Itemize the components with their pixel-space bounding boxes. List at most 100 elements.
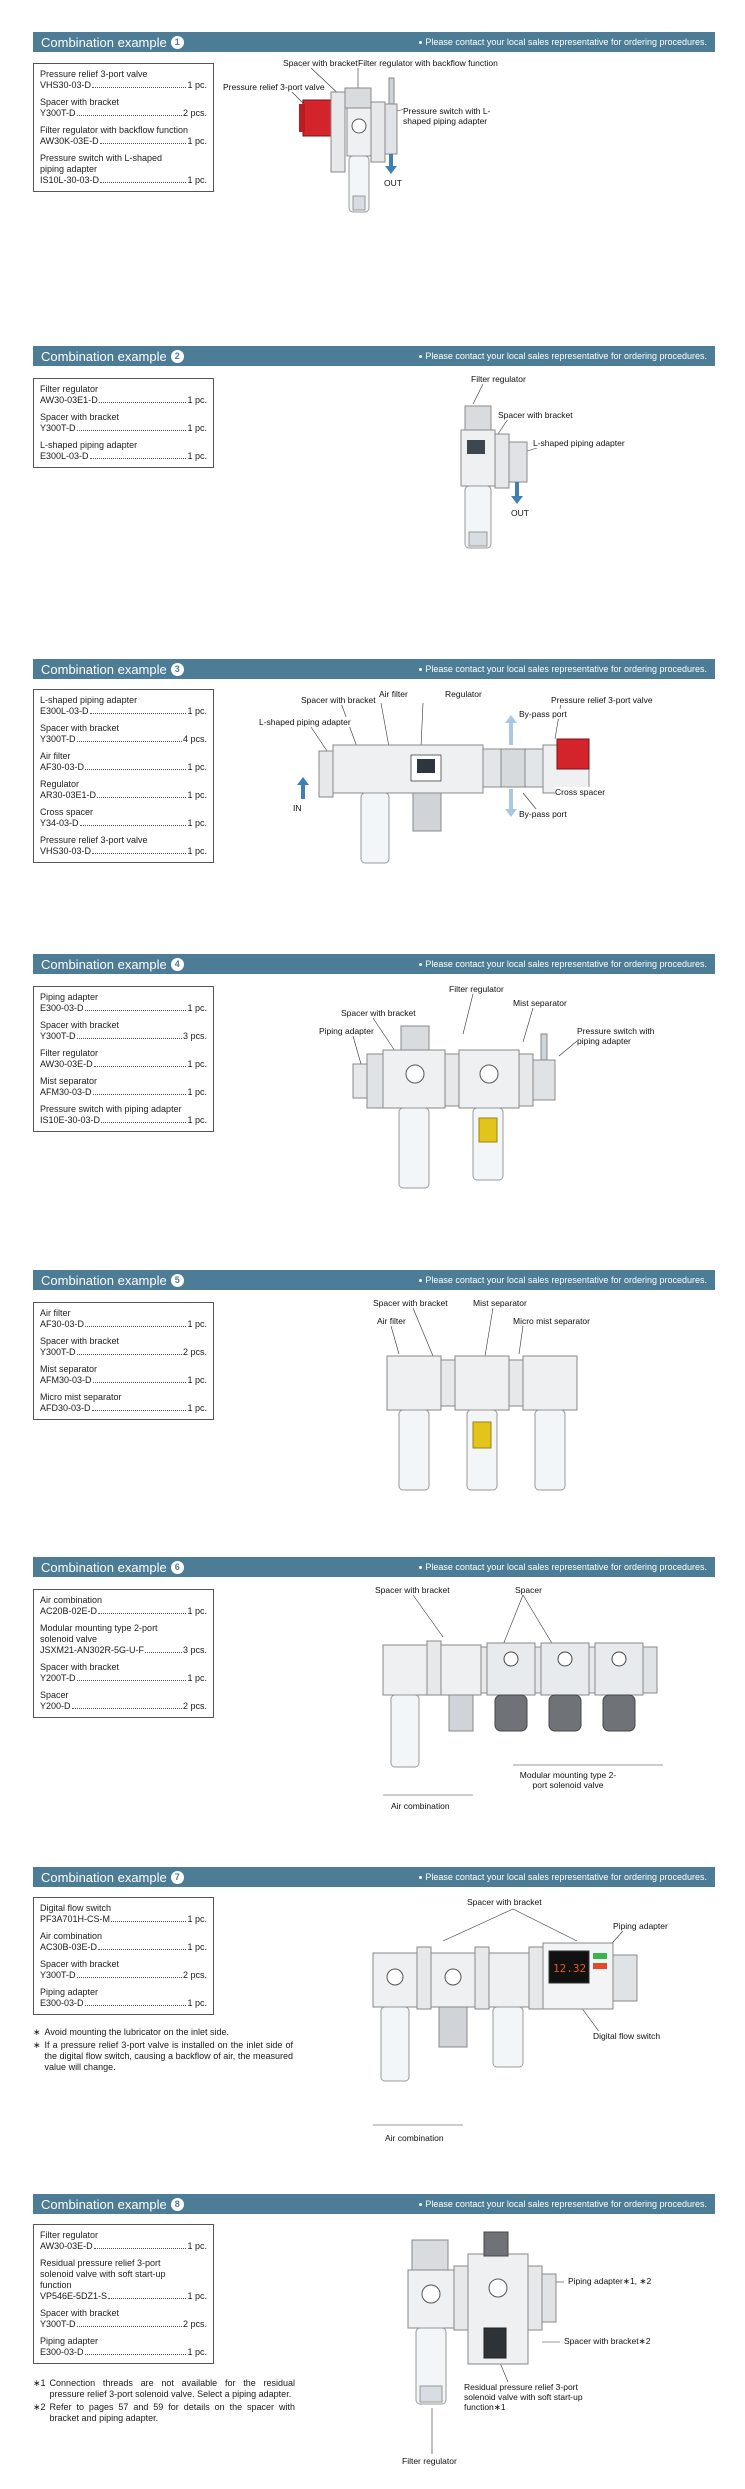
notes-list: ∗Avoid mounting the lubricator on the in… <box>33 2027 293 2075</box>
ordering-note: Please contact your local sales represen… <box>425 1872 707 1882</box>
assembly-drawing <box>386 1307 578 1491</box>
assembly-drawing <box>460 383 544 549</box>
bullet-icon <box>419 1278 423 1282</box>
label-spacer-with-bracket: Spacer with bracket <box>498 410 573 420</box>
ordering-note: Please contact your local sales represen… <box>425 37 707 47</box>
label-filter-regulator: Filter regulator <box>471 374 526 384</box>
label-out: OUT <box>384 178 402 188</box>
section-number-badge: 1 <box>170 35 184 49</box>
label-in: IN <box>293 803 302 813</box>
product-illustration: 12.32 Spacer with bracket Piping adapter… <box>363 1897 708 2162</box>
label-out: OUT <box>511 508 529 518</box>
ordering-note: Please contact your local sales represen… <box>425 1275 707 1285</box>
note-item: ∗If a pressure relief 3-port valve is in… <box>33 2040 293 2072</box>
label-modular-solenoid-valve: Modular mounting type 2-port solenoid va… <box>513 1770 623 1790</box>
label-air-filter: Air filter <box>379 689 408 699</box>
assembly-drawing <box>352 993 584 1189</box>
assembly-drawing <box>287 67 414 213</box>
label-residual-pressure-valve: Residual pressure relief 3-port solenoid… <box>464 2382 594 2412</box>
section-number-badge: 5 <box>170 1273 184 1287</box>
ordering-note: Please contact your local sales represen… <box>425 351 707 361</box>
ordering-note: Please contact your local sales represen… <box>425 664 707 674</box>
product-illustration: Filter regulator Spacer with bracket L-s… <box>443 374 693 589</box>
label-bypass-port-top: By-pass port <box>519 709 567 719</box>
label-piping-adapter: Piping adapter <box>613 1921 668 1931</box>
product-illustration: Piping adapter∗1, ∗2 Spacer with bracket… <box>388 2218 708 2476</box>
label-air-combination: Air combination <box>385 2133 444 2143</box>
ordering-note: Please contact your local sales represen… <box>425 959 707 969</box>
bullet-icon <box>419 2202 423 2206</box>
bullet-icon <box>419 667 423 671</box>
product-illustration: Spacer with bracket Mist separator Air f… <box>373 1298 703 1513</box>
section-title: Combination example <box>41 1869 167 1885</box>
label-pressure-switch: Pressure switch with piping adapter <box>577 1026 677 1046</box>
label-piping-adapter: Piping adapter <box>319 1026 374 1036</box>
section-number-badge: 2 <box>170 349 184 363</box>
section-number-badge: 7 <box>170 1870 184 1884</box>
label-cross-spacer: Cross spacer <box>555 787 606 797</box>
assembly-drawing <box>382 1594 663 1796</box>
section-title: Combination example <box>41 1559 167 1575</box>
part-item: Residual pressure relief 3-port solenoid… <box>40 2258 207 2301</box>
label-micro-mist-separator: Micro mist separator <box>513 1316 590 1326</box>
label-filter-regulator: Filter regulator <box>449 984 504 994</box>
label-spacer-with-bracket: Spacer with bracket∗2 <box>564 2336 651 2346</box>
label-digital-flow-switch: Digital flow switch <box>593 2031 661 2041</box>
label-spacer-with-bracket: Spacer with bracket <box>467 1897 542 1907</box>
product-illustration: Filter regulator Mist separator Spacer w… <box>319 984 703 1229</box>
product-illustration: Spacer with bracket Spacer Modular mount… <box>363 1585 703 1830</box>
label-mist-separator: Mist separator <box>473 1298 527 1308</box>
label-air-combination: Air combination <box>391 1801 450 1811</box>
ordering-note: Please contact your local sales represen… <box>425 2199 707 2209</box>
label-air-filter: Air filter <box>377 1316 406 1326</box>
label-bypass-port-bottom: By-pass port <box>519 809 567 819</box>
section-title: Combination example <box>41 956 167 972</box>
bullet-icon <box>419 40 423 44</box>
label-l-shaped-adapter: L-shaped piping adapter <box>533 438 625 448</box>
ordering-note: Please contact your local sales represen… <box>425 1562 707 1572</box>
product-illustration: Spacer with bracket Filter regulator wit… <box>223 58 543 228</box>
bullet-icon <box>419 962 423 966</box>
label-spacer-with-bracket: Spacer with bracket <box>301 695 376 705</box>
label-filter-regulator: Filter regulator with backflow function <box>358 58 498 68</box>
label-spacer: Spacer <box>515 1585 542 1595</box>
label-relief-valve: Pressure relief 3-port valve <box>551 695 653 705</box>
note-item: ∗Avoid mounting the lubricator on the in… <box>33 2027 229 2037</box>
section-number-badge: 6 <box>170 1560 184 1574</box>
label-relief-valve: Pressure relief 3-port valve <box>223 82 325 92</box>
section-number-badge: 3 <box>170 662 184 676</box>
